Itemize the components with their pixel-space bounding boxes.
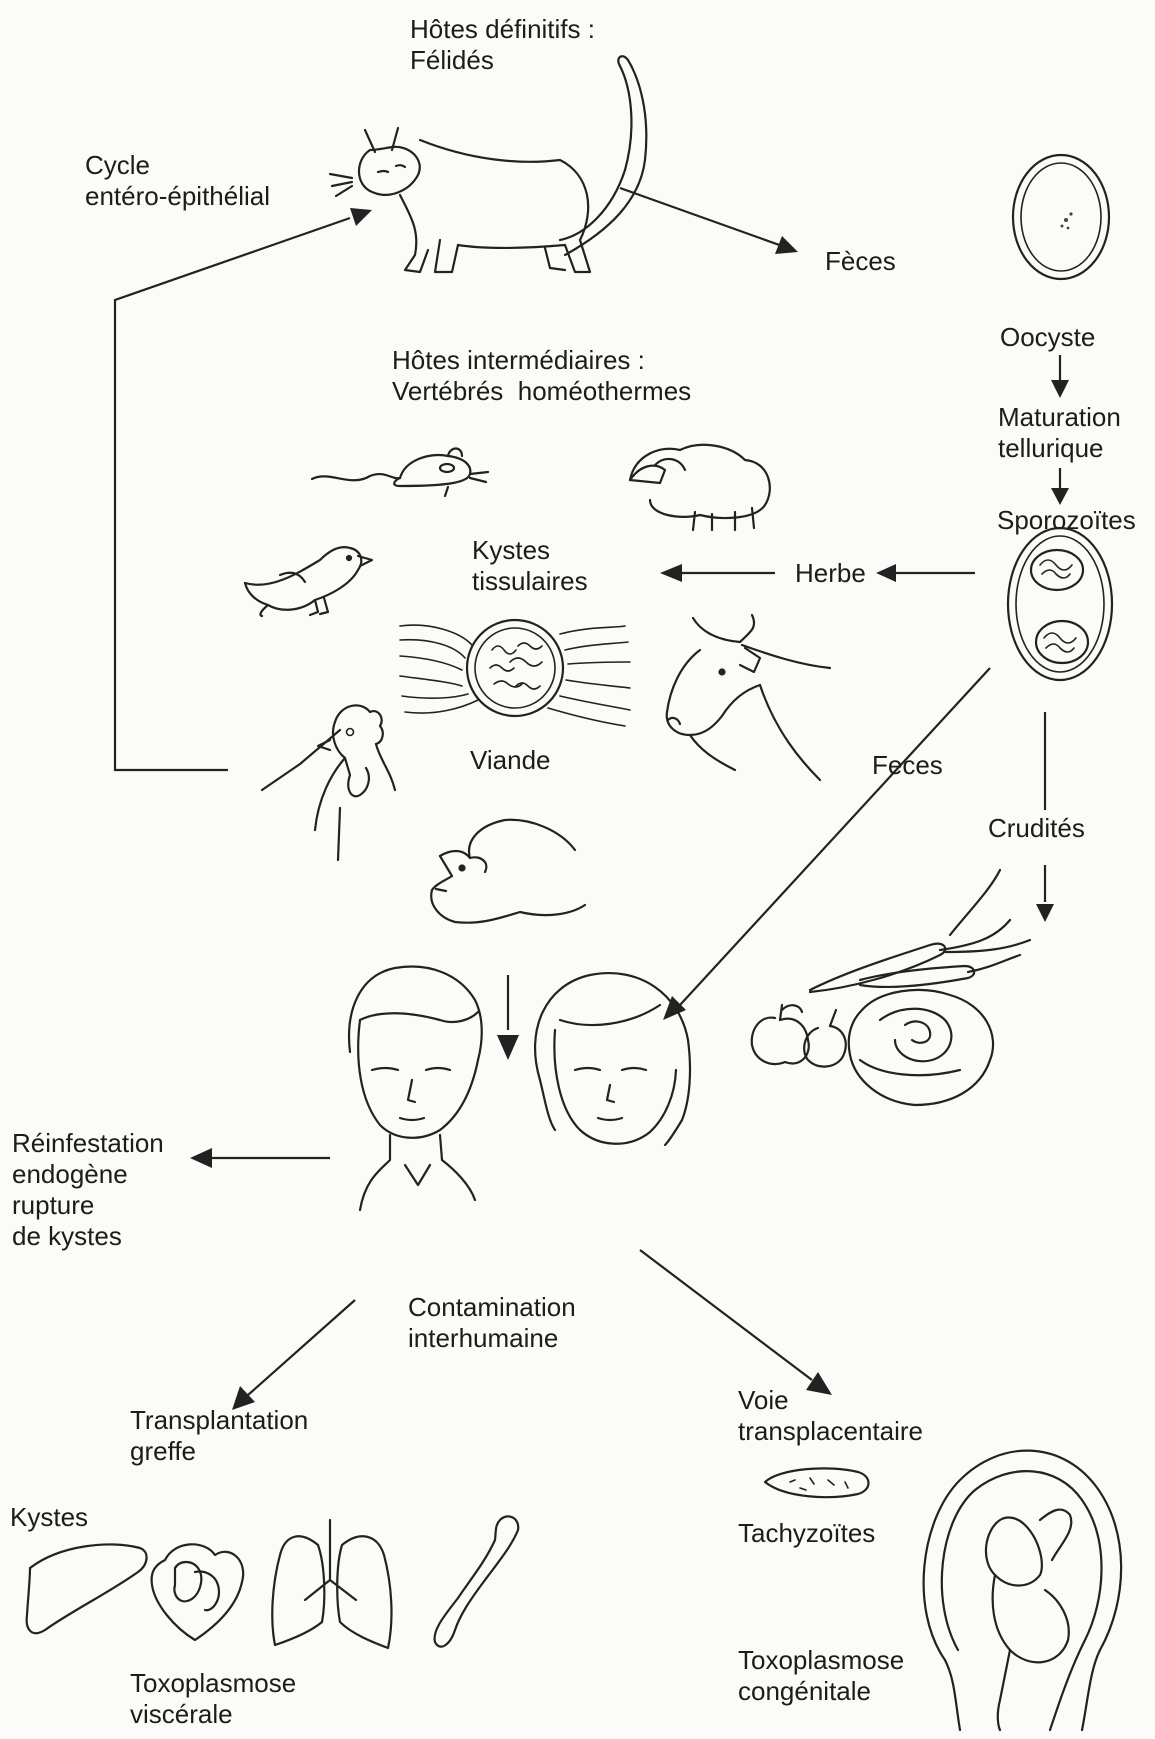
fetus-in-uterus-icon xyxy=(924,1451,1122,1730)
chicken-icon xyxy=(262,705,395,860)
intermediate-hosts-label: Hôtes intermédiaires : Vertébrés homéoth… xyxy=(392,345,691,407)
sheep-icon xyxy=(630,445,770,530)
feces-top-label: Fèces xyxy=(825,246,896,277)
meat-label: Viande xyxy=(470,745,551,776)
definitive-hosts-label: Hôtes définitifs : Félidés xyxy=(410,14,595,76)
reinfestation-label: Réinfestation endogène rupture de kystes xyxy=(12,1128,164,1252)
cycle-label: Cycle entéro-épithélial xyxy=(85,150,270,212)
feces-mid-label: Feces xyxy=(872,750,943,781)
sporozoites-label: Sporozoïtes xyxy=(997,505,1136,536)
man-icon xyxy=(349,967,482,1210)
grass-label: Herbe xyxy=(795,558,866,589)
cysts-label: Kystes xyxy=(10,1502,88,1533)
visceral-toxoplasmosis-label: Toxoplasmose viscérale xyxy=(130,1668,296,1730)
sporulated-oocyst-icon xyxy=(1008,528,1112,680)
pig-icon xyxy=(431,820,585,923)
cat-icon xyxy=(330,56,646,272)
bird-icon xyxy=(245,547,372,616)
liver-icon xyxy=(27,1544,147,1633)
transplantation-label: Transplantation greffe xyxy=(130,1405,308,1467)
oocyst-icon xyxy=(1013,155,1109,279)
interhuman-contamination-label: Contamination interhumaine xyxy=(408,1292,576,1354)
tachyzoite-icon xyxy=(765,1468,869,1497)
congenital-toxoplasmosis-label: Toxoplasmose congénitale xyxy=(738,1645,904,1707)
tissue-cysts-label: Kystes tissulaires xyxy=(472,535,588,597)
woman-icon xyxy=(535,973,690,1145)
cow-icon xyxy=(667,615,830,780)
oocyst-label: Oocyste xyxy=(1000,322,1095,353)
tissue-cyst-icon xyxy=(400,620,630,726)
raw-vegetables-label: Crudités xyxy=(988,813,1085,844)
tachyzoites-label: Tachyzoïtes xyxy=(738,1518,875,1549)
mouse-icon xyxy=(312,449,488,497)
vegetables-icon xyxy=(752,870,1030,1105)
transplacental-label: Voie transplacentaire xyxy=(738,1385,923,1447)
maturation-label: Maturation tellurique xyxy=(998,402,1121,464)
lungs-icon xyxy=(272,1520,391,1648)
heart-icon xyxy=(152,1544,244,1640)
bone-icon xyxy=(435,1516,519,1646)
